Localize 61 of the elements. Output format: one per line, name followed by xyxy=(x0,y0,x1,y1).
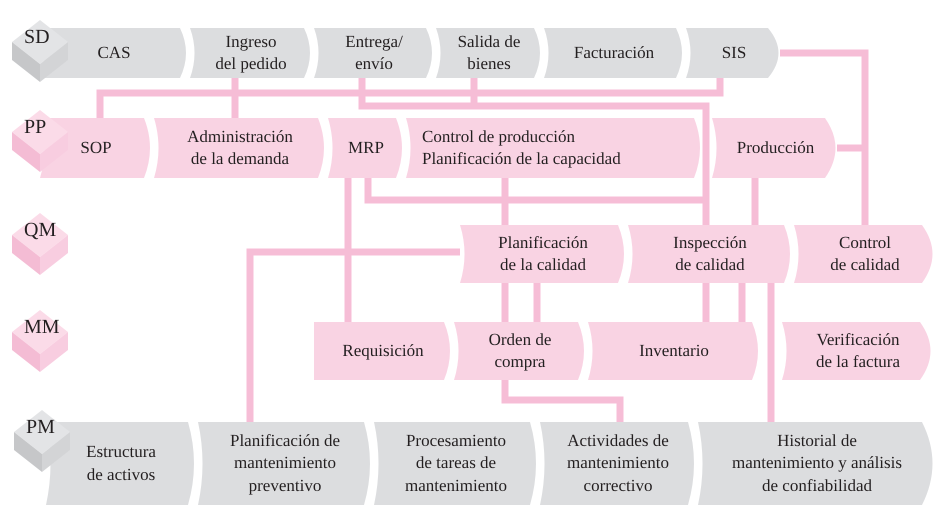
process-label: Facturación xyxy=(574,42,654,64)
module-badge xyxy=(10,20,70,82)
module-code: SD xyxy=(24,25,50,50)
process-segment xyxy=(454,322,586,380)
process-label: Planificación de la capacidad xyxy=(422,148,621,170)
connector-line xyxy=(702,283,710,322)
process-label: Administración de la demanda xyxy=(186,126,294,170)
module-code: PM xyxy=(26,415,55,440)
process-segment xyxy=(198,422,372,505)
connector-line xyxy=(246,248,460,422)
process-label: Requisición xyxy=(342,340,424,362)
connector-line xyxy=(344,178,352,322)
process-segment xyxy=(328,118,404,178)
module-code: QM xyxy=(24,218,56,243)
process-label: SOP xyxy=(80,136,112,159)
process-label: Verificación de la factura xyxy=(815,328,901,373)
process-label: Control de calidad xyxy=(830,232,900,276)
process-label: Ingreso del pedido xyxy=(214,30,288,75)
process-label: Planificación de la calidad xyxy=(497,232,589,276)
process-segment xyxy=(588,322,760,380)
process-label: Inventario xyxy=(639,340,709,362)
connector-line xyxy=(752,178,758,225)
process-label: CAS xyxy=(97,42,131,64)
module-code: PP xyxy=(24,115,46,140)
process-segment xyxy=(190,28,312,78)
process-label: Actividades de mantenimiento correctivo xyxy=(566,430,670,497)
process-label: SIS xyxy=(722,42,746,64)
process-segment xyxy=(406,118,702,178)
process-segment xyxy=(154,118,326,178)
process-label: MRP xyxy=(348,136,384,159)
connector-line xyxy=(534,283,540,322)
process-label: Salida de bienes xyxy=(456,30,522,75)
module-code: MM xyxy=(24,315,60,340)
process-segment xyxy=(540,422,696,505)
process-segment xyxy=(544,28,684,78)
module-badge xyxy=(10,213,70,275)
process-label: Orden de compra xyxy=(488,328,552,373)
process-label: Entrega/ envío xyxy=(344,30,404,75)
connector-line xyxy=(502,283,508,322)
module-badge xyxy=(10,110,70,172)
process-label: Estructura de activos xyxy=(85,441,157,486)
process-label: Inspección de calidad xyxy=(672,232,748,276)
connector-line xyxy=(768,283,774,422)
process-label: Historial de mantenimiento y análisis de confiabilidad xyxy=(731,430,903,497)
process-label: Control de producción xyxy=(422,126,575,148)
connector-line xyxy=(232,78,238,118)
process-segment xyxy=(436,28,542,78)
connector-line xyxy=(96,78,724,118)
module-badge xyxy=(12,410,72,472)
connector-line xyxy=(502,380,624,422)
module-badge xyxy=(10,310,70,372)
process-segment xyxy=(314,28,434,78)
process-segment xyxy=(628,225,792,283)
process-label: Planificación de mantenimiento preventivo xyxy=(229,430,341,497)
process-segment xyxy=(460,225,626,283)
process-label: Producción xyxy=(736,136,814,159)
connector-line xyxy=(502,178,508,225)
connector-line xyxy=(738,283,746,322)
process-segment xyxy=(314,322,452,380)
process-label: Procesamiento de tareas de mantenimiento xyxy=(404,430,508,497)
process-segment xyxy=(374,422,538,505)
